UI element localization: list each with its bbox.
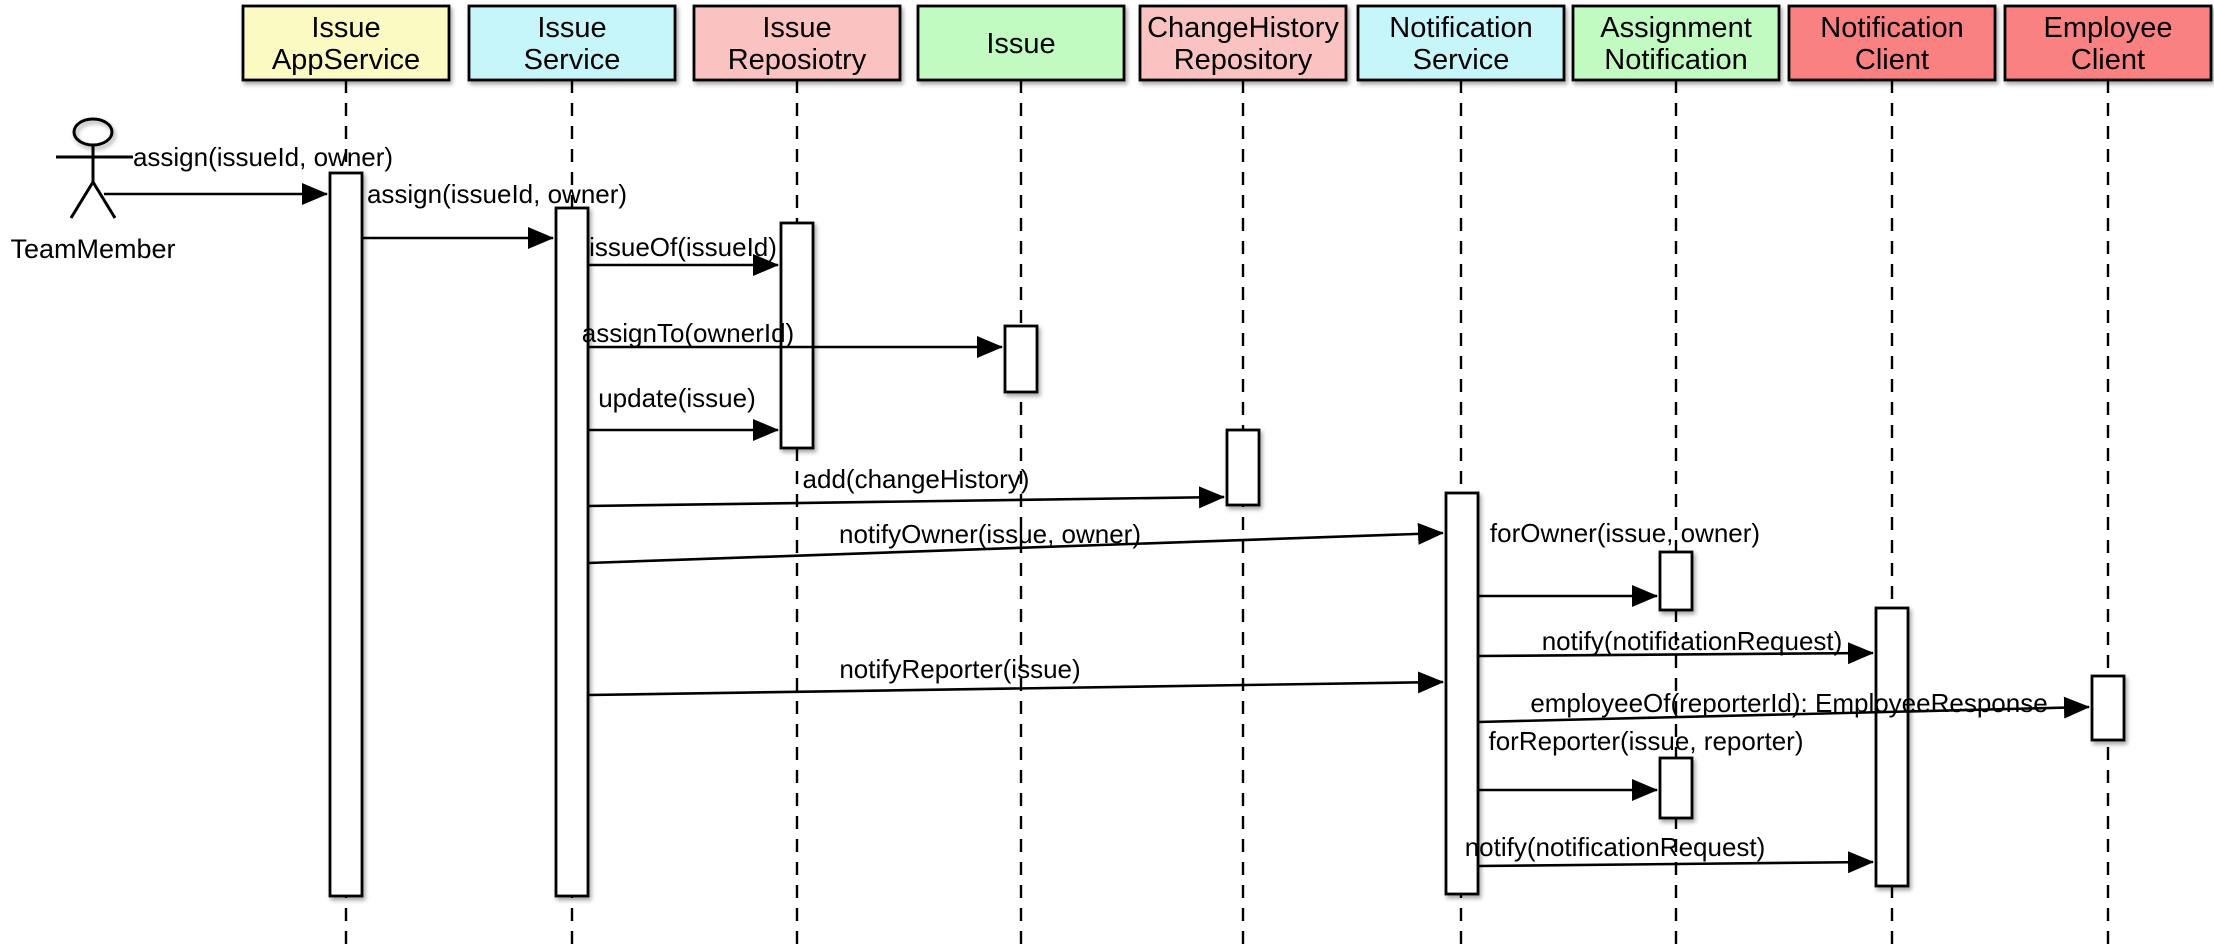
participant-employee-client: Employee Client (2003, 4, 2213, 82)
lifelines (344, 80, 2110, 945)
participant-label-line1: Issue (537, 12, 606, 44)
participant-label-line2: Client (1855, 44, 1929, 76)
activation-assignment-notification-1 (1658, 550, 1694, 612)
message-arrow (1477, 851, 1874, 874)
participant-label-line1: Issue (762, 12, 831, 44)
message-for-reporter: forReporter(issue, reporter) (1478, 726, 1804, 801)
message-notify-2: notify(notificationRequest) (1465, 832, 1874, 874)
message-label: forOwner(issue, owner) (1490, 518, 1760, 548)
activation-employee-client (2090, 674, 2126, 742)
participant-label-line2: Service (1413, 44, 1510, 76)
participant-label-line1: Notification (1389, 12, 1532, 44)
participant-box (1356, 4, 1566, 82)
message-label: employeeOf(reporterId): EmployeeResponse (1530, 688, 2047, 718)
participant-box (2003, 4, 2213, 82)
participant-label-line2: Notification (1604, 44, 1747, 76)
message-arrow (587, 522, 1444, 565)
actor-leg-left (69, 181, 95, 219)
participant-label-line1: Assignment (1600, 12, 1752, 44)
message-notify-owner: notifyOwner(issue, owner) (587, 519, 1444, 565)
messages: assign(issueId, owner) assign(issueId, o… (104, 142, 2090, 874)
participant-box (241, 4, 451, 82)
participant-label-line1: ChangeHistory (1147, 12, 1339, 44)
message-arrow (587, 486, 1225, 509)
participant-label-line1: Employee (2044, 12, 2173, 44)
message-update: update(issue) (588, 383, 779, 441)
participant-box (1787, 4, 1997, 82)
message-label: assignTo(ownerId) (582, 318, 794, 348)
participant-label-line1: Notification (1820, 12, 1963, 44)
participant-label-line2: Service (524, 44, 621, 76)
actor-team-member: TeamMember (10, 117, 176, 264)
participant-issue-service: Issue Service (467, 4, 677, 82)
message-add-change-history: add(changeHistory) (587, 464, 1225, 509)
participant-issue-reposiotry: Issue Reposiotry (692, 4, 902, 82)
activation-notification-client (1874, 606, 1910, 888)
participant-box (1571, 4, 1781, 82)
message-label: notifyReporter(issue) (839, 654, 1080, 684)
message-label: add(changeHistory) (803, 464, 1030, 494)
activation-issue (1003, 324, 1039, 394)
message-issue-of: issueOf(issueId) (588, 232, 779, 276)
message-label: notify(notificationRequest) (1465, 832, 1766, 862)
participant-box (916, 4, 1126, 82)
activation-issue-app-service (328, 171, 364, 898)
message-assign-to: assignTo(ownerId) (582, 318, 1003, 358)
message-label: notifyOwner(issue, owner) (839, 519, 1141, 549)
activation-assignment-notification-2 (1658, 756, 1694, 820)
participant-label-line1: Issue (986, 28, 1055, 60)
message-assign-1: assign(issueId, owner) (104, 142, 393, 205)
message-arrow (587, 671, 1444, 697)
participant-notification-service: Notification Service (1356, 4, 1566, 82)
participant-box (1138, 4, 1348, 82)
message-label: update(issue) (598, 383, 756, 413)
message-label: notify(notificationRequest) (1542, 626, 1843, 656)
participant-headers: Issue AppService Issue Service Issue Rep… (241, 4, 2213, 82)
participant-label-line1: Issue (311, 12, 380, 44)
message-label: assign(issueId, owner) (133, 142, 393, 172)
participant-label-line2: AppService (272, 44, 420, 76)
activation-issue-service (554, 206, 590, 898)
participant-issue: Issue (916, 4, 1126, 82)
message-for-owner: forOwner(issue, owner) (1478, 518, 1760, 607)
message-arrow (1477, 696, 2090, 724)
activation-notification-service (1444, 491, 1480, 896)
activation-issue-reposiotry (779, 221, 815, 450)
participant-box (692, 4, 902, 82)
message-label: forReporter(issue, reporter) (1489, 726, 1804, 756)
message-notify-1: notify(notificationRequest) (1477, 626, 1874, 665)
actor-leg-right (91, 181, 117, 219)
message-arrow (1477, 642, 1874, 665)
participant-changehistory-repository: ChangeHistory Repository (1138, 4, 1348, 82)
participant-box (467, 4, 677, 82)
activation-changehistory-repository (1225, 428, 1261, 507)
message-label: assign(issueId, owner) (367, 179, 627, 209)
participant-issue-app-service: Issue AppService (241, 4, 451, 82)
activation-bars (328, 171, 2126, 898)
actor-label: TeamMember (10, 234, 175, 264)
participant-notification-client: Notification Client (1787, 4, 1997, 82)
message-assign-2: assign(issueId, owner) (362, 179, 627, 249)
participant-label-line2: Client (2071, 44, 2145, 76)
message-notify-reporter: notifyReporter(issue) (587, 654, 1444, 697)
message-employee-of: employeeOf(reporterId): EmployeeResponse (1477, 688, 2090, 724)
participant-assignment-notification: Assignment Notification (1571, 4, 1781, 82)
participant-label-line2: Repository (1174, 44, 1313, 76)
message-label: issueOf(issueId) (589, 232, 777, 262)
participant-label-line2: Reposiotry (728, 44, 867, 76)
actor-head (72, 117, 114, 147)
